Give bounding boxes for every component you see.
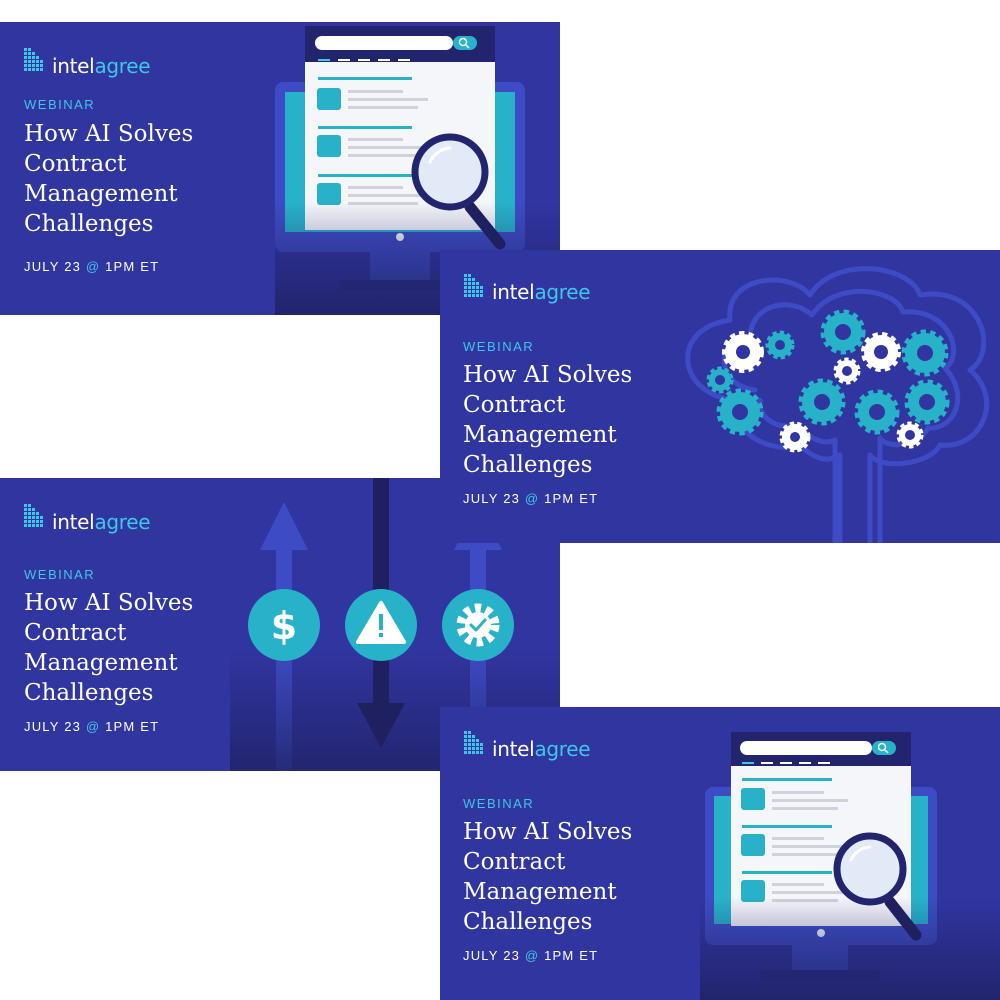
webinar-title: How AI Solves Contract Management Challe… (463, 817, 703, 937)
brand-part2: agree (94, 54, 151, 78)
title-line: Challenges (24, 211, 154, 237)
search-monitor-illustration (700, 732, 1000, 1000)
warning-icon (345, 589, 417, 661)
brain-gears-illustration (685, 266, 990, 543)
brand-part1: intel (52, 510, 95, 534)
title-line: Management (24, 650, 178, 676)
brand-part1: intel (492, 280, 535, 304)
webinar-title: How AI Solves Contract Management Challe… (24, 588, 264, 708)
title-line: How AI Solves (463, 362, 633, 388)
date-time: 1PM ET (544, 491, 599, 506)
logo-dots-icon (24, 48, 43, 71)
title-line: Contract (463, 849, 566, 875)
logo-dots-icon (24, 504, 43, 527)
brand-part2: agree (94, 510, 151, 534)
gear-check-icon (442, 589, 514, 661)
webinar-title: How AI Solves Contract Management Challe… (463, 360, 703, 480)
title-line: Challenges (463, 909, 593, 935)
title-line: How AI Solves (24, 121, 194, 147)
date-day: JULY 23 (463, 491, 521, 506)
title-line: Management (24, 181, 178, 207)
webinar-date: JULY 23 @ 1PM ET (463, 491, 598, 506)
brand-name: intelagree (52, 54, 151, 78)
date-at: @ (524, 491, 540, 506)
webinar-label: WEBINAR (24, 567, 96, 582)
brand-part1: intel (492, 737, 535, 761)
webinar-date: JULY 23 @ 1PM ET (24, 719, 159, 734)
title-line: Contract (463, 392, 566, 418)
date-day: JULY 23 (24, 719, 82, 734)
date-at: @ (85, 259, 101, 274)
date-day: JULY 23 (463, 948, 521, 963)
webinar-card-2: intelagree WEBINAR How AI Solves Contrac… (440, 250, 1000, 543)
title-line: Contract (24, 620, 127, 646)
brand-name: intelagree (52, 510, 151, 534)
webinar-label: WEBINAR (24, 97, 96, 112)
webinar-date: JULY 23 @ 1PM ET (463, 948, 598, 963)
date-time: 1PM ET (105, 719, 160, 734)
title-line: How AI Solves (463, 819, 633, 845)
brand-name: intelagree (492, 737, 591, 761)
title-line: Management (463, 879, 617, 905)
logo-dots-icon (464, 731, 483, 754)
svg-text:$: $ (271, 604, 297, 648)
date-at: @ (524, 948, 540, 963)
logo-dots-icon (464, 274, 483, 297)
date-at: @ (85, 719, 101, 734)
date-day: JULY 23 (24, 259, 82, 274)
webinar-label: WEBINAR (463, 796, 535, 811)
date-time: 1PM ET (105, 259, 160, 274)
dollar-icon: $ (248, 589, 320, 661)
brand-part2: agree (534, 280, 591, 304)
webinar-title: How AI Solves Contract Management Challe… (24, 119, 264, 239)
title-line: Contract (24, 151, 127, 177)
title-line: Challenges (24, 680, 154, 706)
gear-icon (706, 309, 950, 453)
brand-name: intelagree (492, 280, 591, 304)
webinar-card-4: intelagree WEBINAR How AI Solves Contrac… (440, 707, 1000, 1000)
title-line: Management (463, 422, 617, 448)
brand-part1: intel (52, 54, 95, 78)
title-line: Challenges (463, 452, 593, 478)
webinar-date: JULY 23 @ 1PM ET (24, 259, 159, 274)
title-line: How AI Solves (24, 590, 194, 616)
date-time: 1PM ET (544, 948, 599, 963)
webinar-label: WEBINAR (463, 339, 535, 354)
brand-part2: agree (534, 737, 591, 761)
